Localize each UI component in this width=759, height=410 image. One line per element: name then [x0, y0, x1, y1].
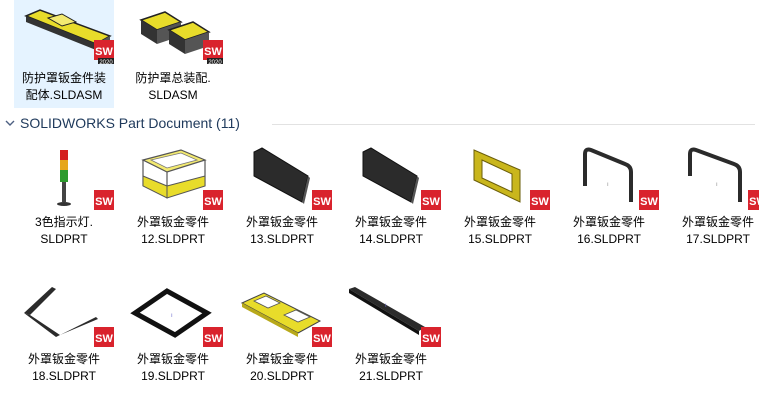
arch-bar-icon: ı SW [559, 146, 659, 210]
svg-text:ı: ı [385, 303, 387, 309]
svg-text:SW: SW [422, 196, 440, 208]
svg-text:SW: SW [204, 196, 222, 208]
svg-text:ı: ı [171, 313, 173, 319]
svg-text:SW: SW [640, 196, 658, 208]
svg-text:ı: ı [607, 182, 609, 188]
file-name: 外罩钣金零件 17.SLDPRT [681, 215, 754, 246]
file-name: 外罩钣金零件 19.SLDPRT [136, 352, 209, 383]
dark-plate-icon: SW [341, 146, 441, 210]
chevron-down-icon[interactable] [4, 117, 16, 129]
svg-text:SW: SW [95, 196, 113, 208]
svg-text:SW: SW [204, 46, 222, 58]
svg-text:2020: 2020 [208, 60, 222, 64]
svg-text:SW: SW [749, 196, 759, 208]
file-tile-total-assembly[interactable]: SW 2020 防护罩总装配. SLDASM [123, 0, 223, 108]
l-frame-icon: SW [14, 283, 114, 347]
file-name: 外罩钣金零件 14.SLDPRT [354, 215, 427, 246]
assembly-guard-icon: SW 2020 [14, 0, 114, 64]
svg-text:SW: SW [95, 333, 113, 345]
file-name: 外罩钣金零件 18.SLDPRT [27, 352, 100, 383]
file-tile-part[interactable]: SW 外罩钣金零件 18.SLDPRT [14, 283, 114, 391]
file-tile-part[interactable]: SW 外罩钣金零件 15.SLDPRT [450, 146, 550, 254]
file-tile-part[interactable]: ı SW 外罩钣金零件 17.SLDPRT [668, 146, 759, 254]
yellow-plate-icon: SW [232, 283, 332, 347]
file-name: 外罩钣金零件 20.SLDPRT [245, 352, 318, 383]
group-title: SOLIDWORKS Part Document (11) [20, 115, 240, 131]
file-tile-part[interactable]: ı SW 外罩钣金零件 16.SLDPRT [559, 146, 659, 254]
svg-text:ı: ı [716, 182, 718, 188]
file-tile-part[interactable]: SW 外罩钣金零件 13.SLDPRT [232, 146, 332, 254]
svg-text:SW: SW [313, 196, 331, 208]
long-bar-icon: ı SW [341, 283, 441, 347]
signal-light-icon: SW [14, 146, 114, 210]
rect-frame-icon: ı SW [123, 283, 223, 347]
file-tile-part[interactable]: SW 外罩钣金零件 14.SLDPRT [341, 146, 441, 254]
file-tile-guard-assembly[interactable]: SW 2020 防护罩钣金件装 配体.SLDASM [14, 0, 114, 108]
svg-text:2020: 2020 [99, 60, 113, 64]
file-tile-part[interactable]: ı SW 外罩钣金零件 21.SLDPRT [341, 283, 441, 391]
file-name: 防护罩钣金件装 配体.SLDASM [21, 71, 106, 102]
file-tile-part[interactable]: SW 3色指示灯. SLDPRT [14, 146, 114, 254]
file-name: 外罩钣金零件 12.SLDPRT [136, 215, 209, 246]
sw-badge: SW [94, 40, 114, 60]
frame-box-icon: SW [123, 146, 223, 210]
svg-text:SW: SW [95, 46, 113, 58]
svg-text:SW: SW [313, 333, 331, 345]
file-tile-part[interactable]: SW 外罩钣金零件 12.SLDPRT [123, 146, 223, 254]
sw-badge: SW [203, 40, 223, 60]
dark-plate-icon: SW [232, 146, 332, 210]
svg-text:SW: SW [531, 196, 549, 208]
file-name: 外罩钣金零件 21.SLDPRT [354, 352, 427, 383]
file-tile-part[interactable]: ı SW 外罩钣金零件 19.SLDPRT [123, 283, 223, 391]
assembly-total-icon: SW 2020 [123, 0, 223, 64]
group-divider [272, 124, 755, 125]
file-name: 外罩钣金零件 16.SLDPRT [572, 215, 645, 246]
svg-text:SW: SW [422, 333, 440, 345]
svg-text:SW: SW [204, 333, 222, 345]
yellow-frame-icon: SW [450, 146, 550, 210]
file-tile-part[interactable]: SW 外罩钣金零件 20.SLDPRT [232, 283, 332, 391]
file-name: 外罩钣金零件 15.SLDPRT [463, 215, 536, 246]
file-name: 外罩钣金零件 13.SLDPRT [245, 215, 318, 246]
arch-bar-icon: ı SW [668, 146, 759, 210]
file-name: 3色指示灯. SLDPRT [34, 215, 93, 246]
group-header[interactable]: SOLIDWORKS Part Document (11) [0, 112, 759, 136]
file-name: 防护罩总装配. SLDASM [135, 71, 211, 102]
